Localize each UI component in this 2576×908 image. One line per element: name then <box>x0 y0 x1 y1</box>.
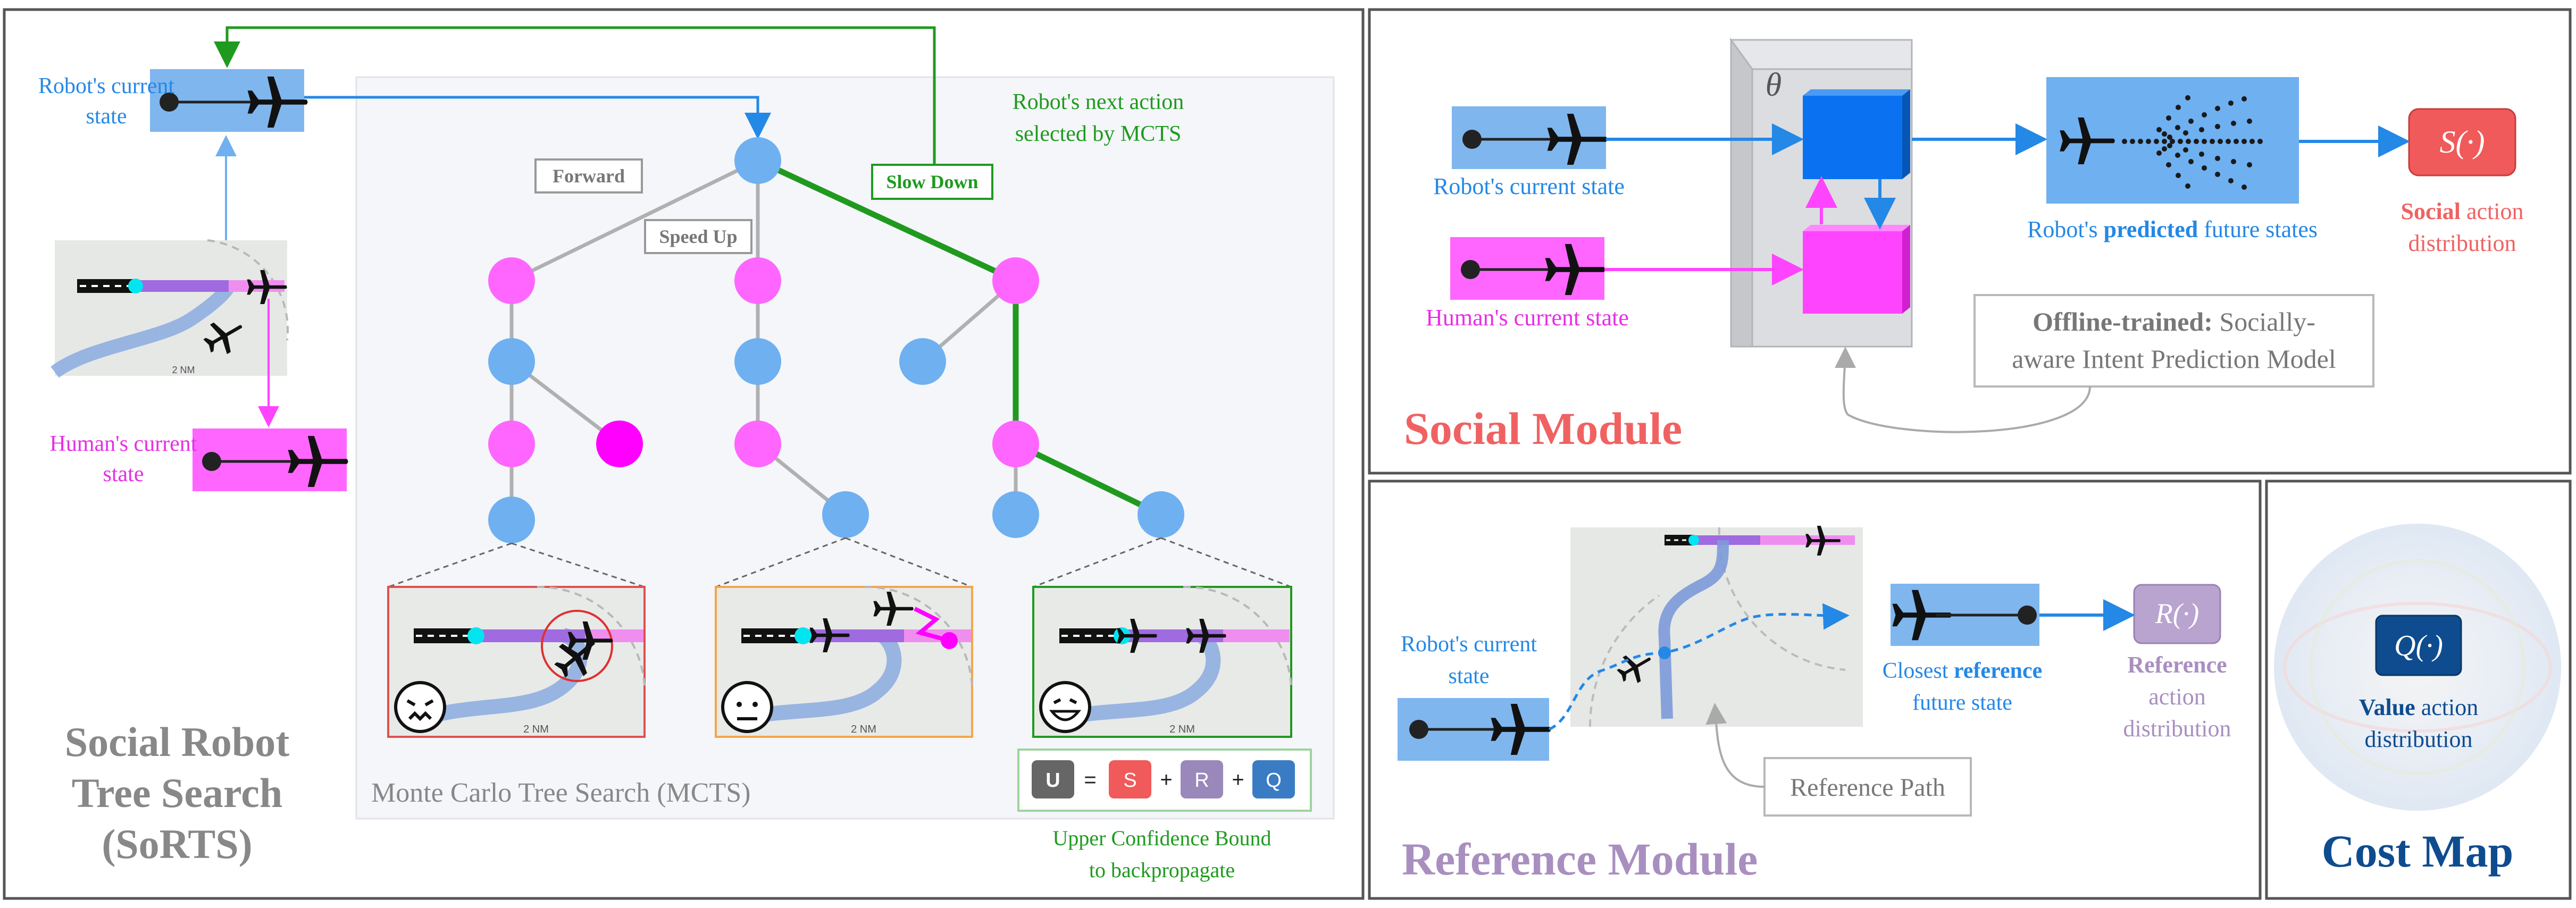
action-label-forward: Forward <box>534 158 643 194</box>
sorts-human-state-box <box>193 428 348 491</box>
value-function-box: Q(·) <box>2375 615 2462 676</box>
outcome-map-scale: 2 NM <box>851 724 876 735</box>
value-action-label-2: distribution <box>2365 726 2473 752</box>
sorts-title-line-1: Social Robot <box>65 719 290 765</box>
theta-symbol: θ <box>1766 67 1782 103</box>
svg-text:R: R <box>1194 769 1209 792</box>
svg-text:+: + <box>1160 768 1172 792</box>
svg-text:R(·): R(·) <box>2155 598 2199 629</box>
outcome-map-neutral: 2 NM <box>715 585 973 738</box>
svg-text:Q(·): Q(·) <box>2394 629 2443 662</box>
robot-to-root-arrow <box>304 96 771 139</box>
reference-robot-state-box <box>1398 698 1551 761</box>
sorts-title-line-2: Tree Search <box>72 770 282 816</box>
svg-text:U: U <box>1046 769 1060 792</box>
reference-action-label-2: action <box>2148 684 2206 710</box>
social-human-state-label: Human's current state <box>1426 305 1629 331</box>
reference-module-title: Reference Module <box>1402 834 1758 885</box>
tree-node-root <box>734 137 781 184</box>
social-function-box: S(·) <box>2408 108 2516 176</box>
svg-text:Reference Path: Reference Path <box>1790 774 1945 802</box>
action-label-speed-up: Speed Up <box>644 219 752 254</box>
tree-node-robot <box>992 491 1039 538</box>
sorts-title-line-3: (SoRTS) <box>102 821 252 867</box>
social-action-label-2: distribution <box>2408 230 2516 256</box>
sorts-human-state-label-2: state <box>103 462 144 486</box>
outcome-map-collision: 2 NM <box>387 585 646 738</box>
svg-text:S: S <box>1123 769 1136 792</box>
closest-reference-label-2: future state <box>1912 691 2012 715</box>
sorts-left-map: 2 NM <box>51 239 289 378</box>
outcome-map-scale: 2 NM <box>1169 724 1195 735</box>
closest-reference-state-box <box>1891 584 2039 646</box>
reference-action-label-3: distribution <box>2123 716 2231 742</box>
reference-map <box>1570 526 1863 727</box>
sorts-robot-state-label-1: Robot's current <box>38 74 174 98</box>
svg-text:Slow Down: Slow Down <box>886 171 978 192</box>
svg-text:=: = <box>1084 768 1096 792</box>
tree-node-robot <box>488 497 535 543</box>
offline-trained-box: Offline-trained: Socially- aware Intent … <box>1973 294 2374 388</box>
tree-node-human <box>734 257 781 304</box>
reference-function-box: R(·) <box>2133 584 2221 644</box>
sorts-human-state-label-1: Human's current <box>50 432 197 456</box>
social-robot-state-label: Robot's current state <box>1433 173 1625 199</box>
offline-to-model-arrow <box>1834 347 2091 433</box>
reference-path-arrow <box>1705 703 1765 788</box>
reference-robot-state-label-2: state <box>1449 664 1490 688</box>
next-action-feedback-arrow <box>214 26 936 167</box>
social-action-label-1: Social action <box>2401 198 2524 224</box>
social-module-title: Social Module <box>1404 403 1682 454</box>
tree-node-human <box>734 421 781 467</box>
svg-text:Forward: Forward <box>553 165 625 187</box>
tree-node-robot <box>899 338 946 385</box>
svg-text:aware Intent Prediction Model: aware Intent Prediction Model <box>2012 344 2336 374</box>
next-action-label-1: Robot's next action <box>1013 90 1184 114</box>
mcts-tree-nodes <box>488 137 1184 543</box>
tree-node-robot <box>488 338 535 385</box>
tree-node-human <box>488 257 535 304</box>
svg-text:Offline-trained: Socially-: Offline-trained: Socially- <box>2033 307 2315 337</box>
sorts-left-map-scale: 2 NM <box>172 365 195 375</box>
action-label-slow-down: Slow Down <box>871 164 993 200</box>
projection-lines <box>388 537 1292 588</box>
predicted-future-states-box <box>2046 77 2299 204</box>
reference-robot-state-label-1: Robot's current <box>1401 632 1537 657</box>
reference-path-box: Reference Path <box>1763 757 1972 817</box>
next-action-label-2: selected by MCTS <box>1015 122 1182 146</box>
social-human-state-box <box>1450 237 1605 300</box>
sorts-robot-state-label-2: state <box>86 104 127 129</box>
outcome-map-scale: 2 NM <box>523 724 549 735</box>
mcts-label: Monte Carlo Tree Search (MCTS) <box>371 778 750 808</box>
tree-node-human <box>992 257 1039 304</box>
cost-map-title: Cost Map <box>2322 826 2514 877</box>
closest-reference-label-1: Closest reference <box>1883 659 2043 683</box>
value-action-label-1: Value action <box>2359 694 2478 720</box>
tree-node-robot <box>822 491 869 538</box>
robot-to-reference-dashed <box>1548 603 1850 731</box>
tree-node-human-highlight <box>596 421 643 467</box>
tree-node-robot <box>1138 491 1184 538</box>
tree-node-robot <box>734 338 781 385</box>
svg-text:Q: Q <box>1266 769 1282 792</box>
social-robot-state-box <box>1452 106 1608 169</box>
ucb-label-2: to backpropagate <box>1089 858 1235 882</box>
tree-node-human <box>992 421 1039 467</box>
svg-text:S(·): S(·) <box>2440 124 2485 159</box>
svg-text:Speed Up: Speed Up <box>659 226 737 247</box>
ucb-label-1: Upper Confidence Bound <box>1052 826 1271 850</box>
predicted-future-states-label: Robot's predicted future states <box>2027 216 2318 242</box>
ucb-formula-box: U = S + R + Q <box>1017 749 1312 812</box>
reference-action-label-1: Reference <box>2127 652 2227 678</box>
outcome-map-success: 2 NM <box>1032 585 1292 738</box>
sorts-robot-state-box <box>150 69 308 132</box>
svg-text:+: + <box>1232 768 1244 792</box>
tree-node-human <box>488 421 535 467</box>
